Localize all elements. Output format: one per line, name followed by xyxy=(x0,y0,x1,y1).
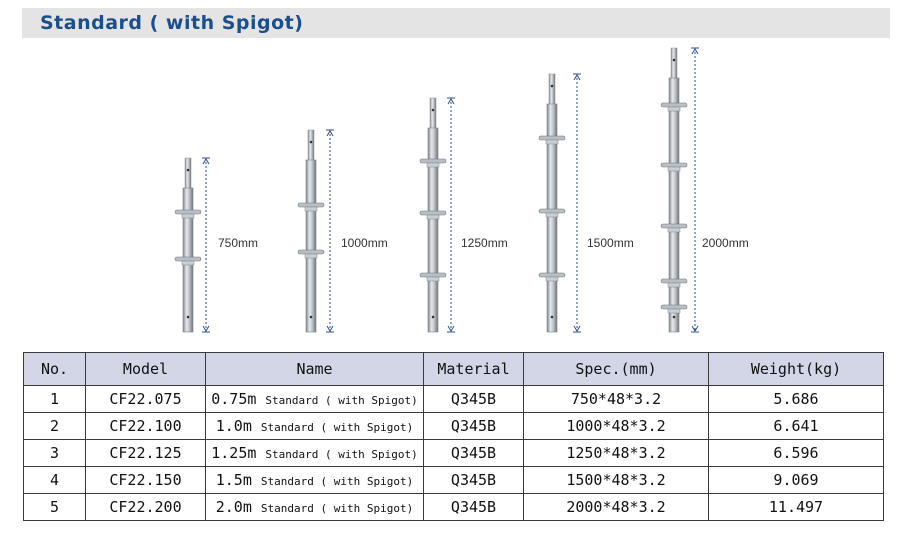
row-spec: 1500*48*3.2 xyxy=(523,466,709,494)
rosette-ring xyxy=(538,135,566,145)
page-title: Standard ( with Spigot) xyxy=(40,12,304,34)
title-bar: Standard ( with Spigot) xyxy=(22,8,890,38)
rosette-ring xyxy=(297,249,325,259)
header-model: Model xyxy=(85,352,206,386)
row-material: Q345B xyxy=(423,412,524,440)
rosette-ring xyxy=(297,202,325,212)
row-model: CF22.200 xyxy=(85,493,206,521)
row-weight: 6.641 xyxy=(708,412,884,440)
row-spec: 750*48*3.2 xyxy=(523,385,709,413)
rosette-ring xyxy=(174,209,202,219)
row-no: 1 xyxy=(23,385,86,413)
table-header-row: No. Model Name Material Spec.(mm) Weight… xyxy=(23,352,884,386)
dimension-label: 1000mm xyxy=(341,236,388,250)
table-row: 4 CF22.150 1.5m Standard ( with Spigot) … xyxy=(23,466,884,494)
name-rest: Standard ( with Spigot) xyxy=(265,394,418,407)
row-model: CF22.100 xyxy=(85,412,206,440)
spec-table: No. Model Name Material Spec.(mm) Weight… xyxy=(23,352,884,521)
row-no: 5 xyxy=(23,493,86,521)
name-size: 0.75m xyxy=(211,390,257,408)
row-weight: 11.497 xyxy=(708,493,884,521)
header-weight: Weight(kg) xyxy=(708,352,884,386)
row-material: Q345B xyxy=(423,385,524,413)
name-rest: Standard ( with Spigot) xyxy=(260,502,414,515)
dimension-line xyxy=(691,47,699,333)
row-model: CF22.125 xyxy=(85,439,206,467)
dimension-line xyxy=(202,157,210,333)
rosette-ring xyxy=(419,210,447,220)
header-no: No. xyxy=(23,352,86,386)
rosette-ring xyxy=(174,256,202,266)
dimension-line xyxy=(326,129,334,333)
header-name: Name xyxy=(205,352,424,386)
row-model: CF22.150 xyxy=(85,466,206,494)
rosette-ring xyxy=(660,102,688,112)
row-material: Q345B xyxy=(423,439,524,467)
name-rest: Standard ( with Spigot) xyxy=(260,421,414,434)
row-name: 2.0m Standard ( with Spigot) xyxy=(205,493,424,521)
header-material: Material xyxy=(423,352,524,386)
rosette-ring xyxy=(660,304,688,314)
row-weight: 6.596 xyxy=(708,439,884,467)
name-size: 1.25m xyxy=(211,444,257,462)
row-material: Q345B xyxy=(423,466,524,494)
row-weight: 9.069 xyxy=(708,466,884,494)
table-row: 2 CF22.100 1.0m Standard ( with Spigot) … xyxy=(23,412,884,440)
table-row: 1 CF22.075 0.75m Standard ( with Spigot)… xyxy=(23,385,884,413)
row-name: 1.0m Standard ( with Spigot) xyxy=(205,412,424,440)
rosette-ring xyxy=(538,208,566,218)
row-weight: 5.686 xyxy=(708,385,884,413)
dimension-line xyxy=(447,97,455,333)
dimension-label: 1250mm xyxy=(461,236,508,250)
standard-pole xyxy=(419,97,447,333)
dimension-label: 2000mm xyxy=(702,236,749,250)
rosette-ring xyxy=(419,272,447,282)
standard-pole xyxy=(660,47,688,333)
name-size: 2.0m xyxy=(215,498,252,516)
row-spec: 1000*48*3.2 xyxy=(523,412,709,440)
row-no: 3 xyxy=(23,439,86,467)
standard-pole xyxy=(538,73,566,333)
row-name: 0.75m Standard ( with Spigot) xyxy=(205,385,424,413)
name-size: 1.0m xyxy=(215,417,252,435)
rosette-ring xyxy=(660,278,688,288)
dimension-label: 750mm xyxy=(218,236,258,250)
rosette-ring xyxy=(419,158,447,168)
name-rest: Standard ( with Spigot) xyxy=(260,475,414,488)
row-model: CF22.075 xyxy=(85,385,206,413)
row-name: 1.5m Standard ( with Spigot) xyxy=(205,466,424,494)
row-no: 2 xyxy=(23,412,86,440)
header-spec: Spec.(mm) xyxy=(523,352,709,386)
table-row: 5 CF22.200 2.0m Standard ( with Spigot) … xyxy=(23,493,884,521)
row-spec: 1250*48*3.2 xyxy=(523,439,709,467)
dimension-label: 1500mm xyxy=(587,236,634,250)
standard-pole xyxy=(297,129,325,333)
dimension-line xyxy=(573,73,581,333)
row-no: 4 xyxy=(23,466,86,494)
standards-figure: 750mm 1000mm 1250mm 1500mm 2000mm xyxy=(174,47,749,333)
name-size: 1.5m xyxy=(215,471,252,489)
standard-pole xyxy=(174,157,202,333)
name-rest: Standard ( with Spigot) xyxy=(265,448,418,461)
row-name: 1.25m Standard ( with Spigot) xyxy=(205,439,424,467)
rosette-ring xyxy=(660,162,688,172)
row-spec: 2000*48*3.2 xyxy=(523,493,709,521)
rosette-ring xyxy=(538,272,566,282)
row-material: Q345B xyxy=(423,493,524,521)
rosette-ring xyxy=(660,223,688,233)
table-row: 3 CF22.125 1.25m Standard ( with Spigot)… xyxy=(23,439,884,467)
